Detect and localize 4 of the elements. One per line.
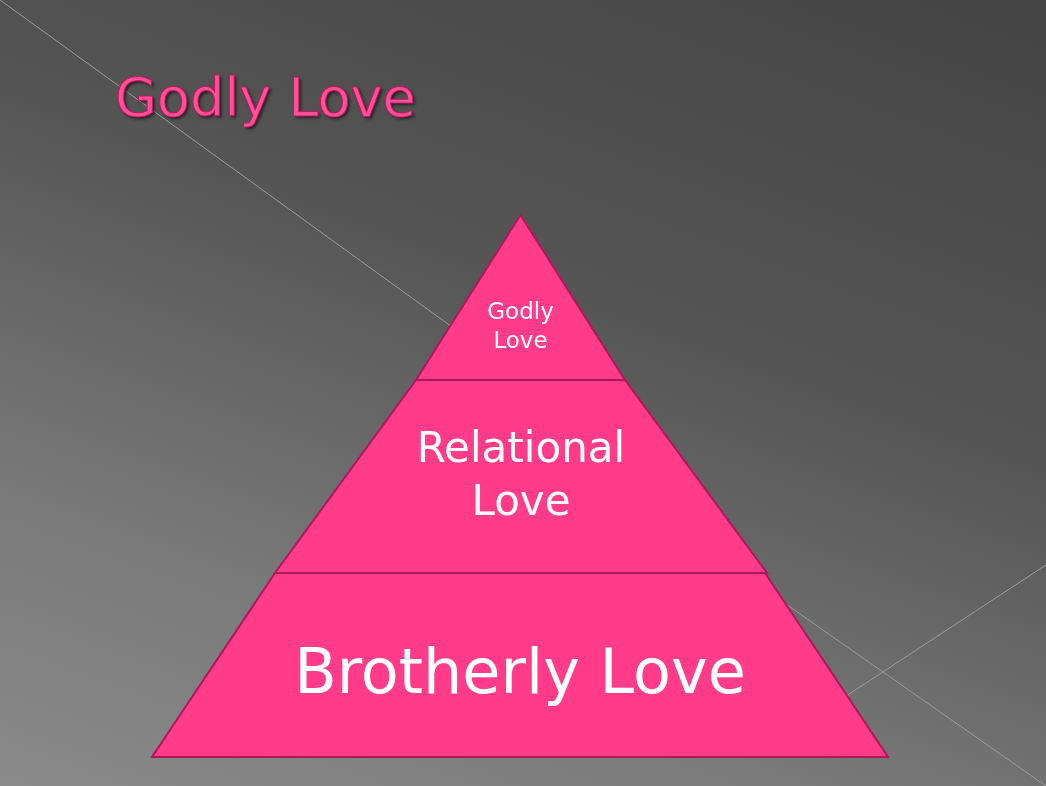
tier-label: Brotherly Love — [293, 634, 747, 710]
slide-title: Godly Love — [115, 68, 416, 128]
tier-label: Godly Love — [486, 297, 555, 355]
tier-label: Relational Love — [415, 422, 627, 527]
